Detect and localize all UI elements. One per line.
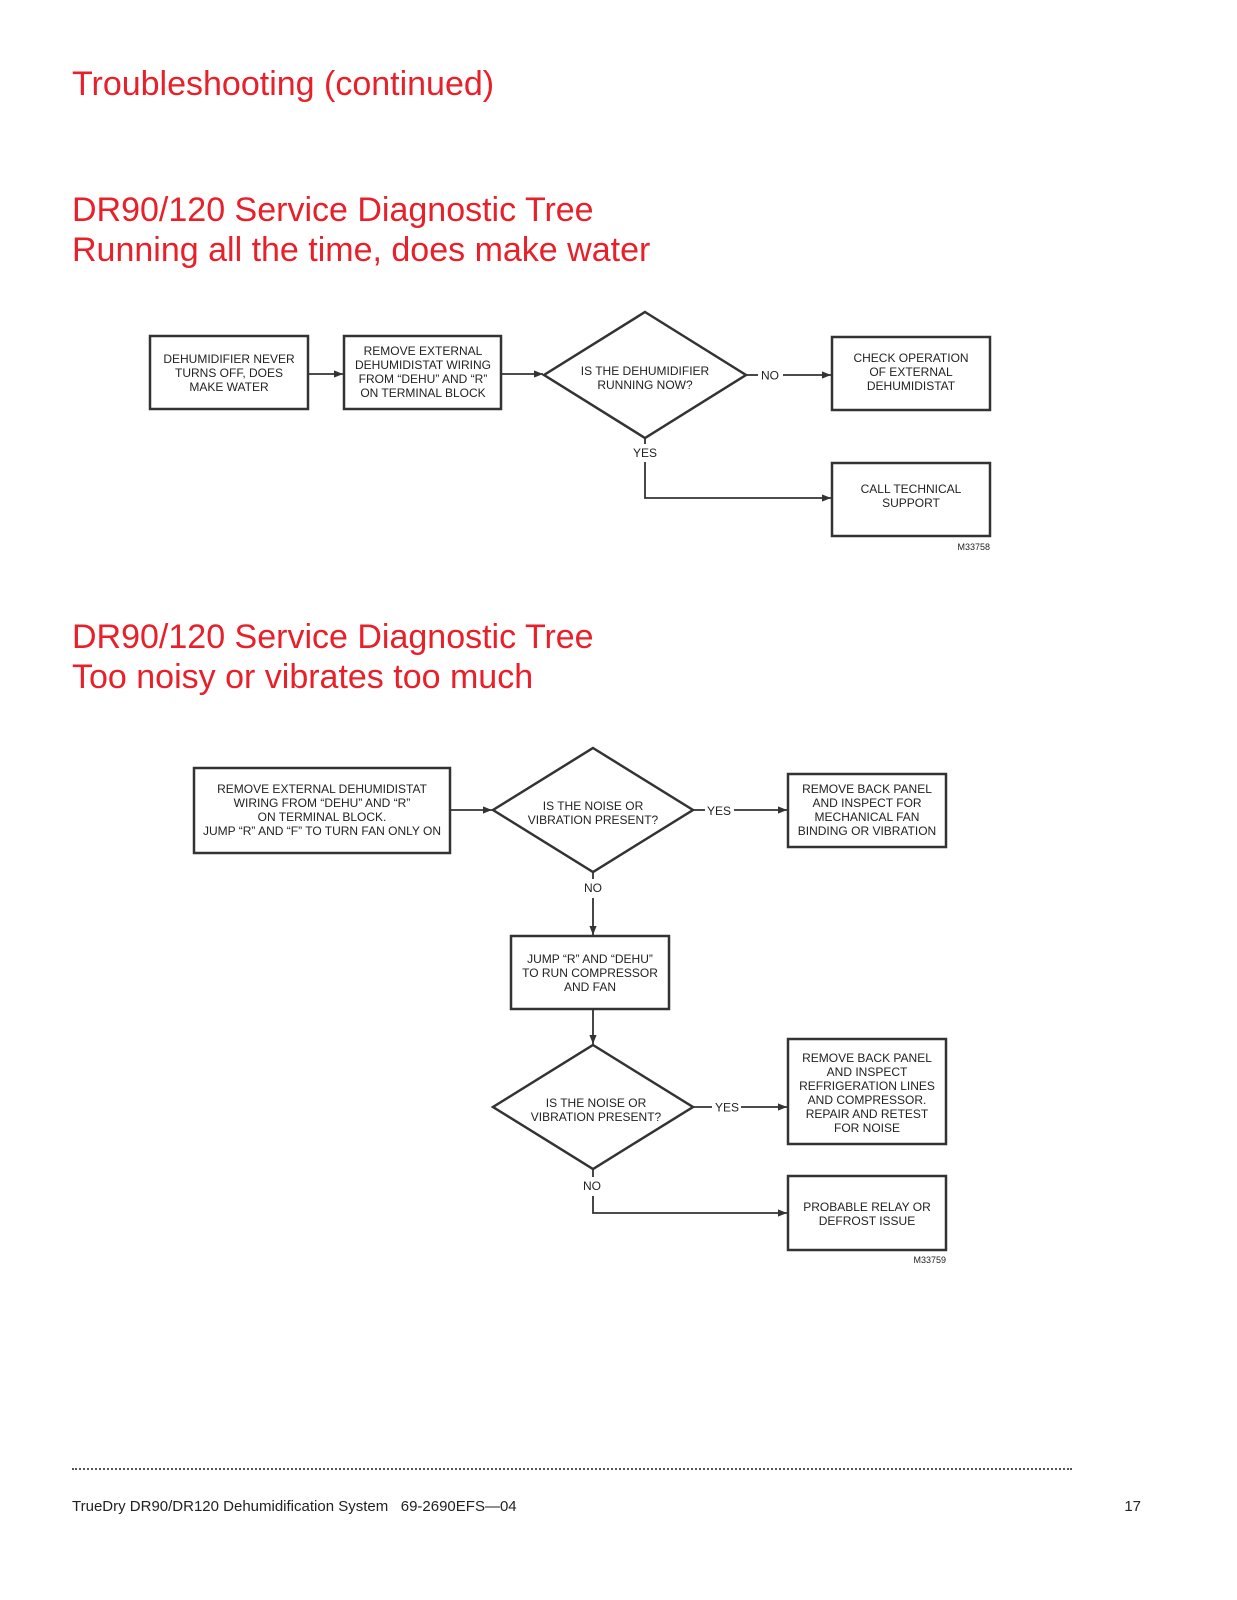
node-text-line: AND COMPRESSOR. <box>808 1093 927 1107</box>
label-yes-1: YES <box>707 804 731 818</box>
label-no-1: NO <box>584 881 602 895</box>
node-text-line: REMOVE BACK PANEL <box>802 782 932 796</box>
node-text-line: VIBRATION PRESENT? <box>531 1110 662 1124</box>
node-text-line: JUMP “R” AND “F” TO TURN FAN ONLY ON <box>203 824 441 838</box>
page-title: Troubleshooting (continued) <box>72 65 495 103</box>
label-yes: YES <box>633 446 657 460</box>
node-text-line: RUNNING NOW? <box>597 378 693 392</box>
node-text-line: DEFROST ISSUE <box>819 1214 915 1228</box>
label-no-2: NO <box>583 1179 601 1193</box>
node-text-line: MECHANICAL FAN <box>815 810 920 824</box>
node-text-line: BINDING OR VIBRATION <box>798 824 936 838</box>
node-text-line: AND INSPECT <box>827 1065 908 1079</box>
node-text-line: PROBABLE RELAY OR <box>803 1200 931 1214</box>
section1-title-line2: Running all the time, does make water <box>72 231 651 269</box>
node-text-line: AND FAN <box>564 980 616 994</box>
arrow-yes-to-call-support <box>644 462 831 502</box>
node-text-line: JUMP “R” AND “DEHU” <box>527 952 653 966</box>
section2-title-line1: DR90/120 Service Diagnostic Tree <box>72 618 594 656</box>
figure-code-1: M33758 <box>957 542 990 552</box>
node-box-call-support <box>830 461 992 538</box>
node-box-remove-wiring <box>342 334 503 411</box>
node-text-line: IS THE DEHUMIDIFIER <box>581 364 710 378</box>
node-text-line: AND INSPECT FOR <box>812 796 921 810</box>
node-text-line: IS THE NOISE OR <box>546 1096 647 1110</box>
node-box-start <box>148 334 310 411</box>
page-number: 17 <box>1124 1498 1141 1515</box>
node-text-line: REFRIGERATION LINES <box>799 1079 935 1093</box>
node-text-line: WIRING FROM “DEHU” AND “R” <box>234 796 411 810</box>
node-text-line: SUPPORT <box>882 496 940 510</box>
node-text-line: MAKE WATER <box>189 380 269 394</box>
footer-divider <box>72 1468 1072 1470</box>
node-text-line: REPAIR AND RETEST <box>806 1107 929 1121</box>
node-text-line: REMOVE BACK PANEL <box>802 1051 932 1065</box>
node-box-fan-inspect <box>786 772 948 849</box>
node-text-line: FROM “DEHU” AND “R” <box>359 372 488 386</box>
section1-title-line1: DR90/120 Service Diagnostic Tree <box>72 191 594 229</box>
label-no: NO <box>761 369 779 383</box>
node-text-line: CALL TECHNICAL <box>861 482 962 496</box>
footer-document-title: TrueDry DR90/DR120 Dehumidification Syst… <box>72 1498 517 1515</box>
node-box-check-operation <box>830 335 992 412</box>
section1-title: DR90/120 Service Diagnostic Tree Running… <box>72 190 650 270</box>
node-box-remove-wiring-fan <box>192 766 452 855</box>
node-text-line: DEHUMIDISTAT <box>867 379 956 393</box>
node-text-line: TO RUN COMPRESSOR <box>522 966 658 980</box>
node-box-relay <box>786 1174 948 1252</box>
node-text-line: REMOVE EXTERNAL <box>364 344 483 358</box>
node-box-refrig-inspect <box>786 1037 948 1146</box>
node-text-line: OF EXTERNAL <box>869 365 953 379</box>
node-text-line: DEHUMIDIFIER NEVER <box>163 352 295 366</box>
node-box-jump <box>509 934 671 1011</box>
figure-code-2: M33759 <box>913 1255 946 1265</box>
arrow-no2-to-relay <box>592 1196 787 1217</box>
section2-title: DR90/120 Service Diagnostic Tree Too noi… <box>72 617 594 697</box>
node-text-line: ON TERMINAL BLOCK <box>360 386 485 400</box>
node-text-line: VIBRATION PRESENT? <box>528 813 659 827</box>
node-text-line: ON TERMINAL BLOCK. <box>258 810 387 824</box>
node-text-line: DEHUMIDISTAT WIRING <box>355 358 491 372</box>
node-text-line: CHECK OPERATION <box>853 351 968 365</box>
node-text-line: REMOVE EXTERNAL DEHUMIDISTAT <box>217 782 427 796</box>
node-text-line: TURNS OFF, DOES <box>175 366 283 380</box>
label-yes-2: YES <box>715 1101 739 1115</box>
node-text-line: FOR NOISE <box>834 1121 900 1135</box>
section2-title-line2: Too noisy or vibrates too much <box>72 658 534 696</box>
node-text-line: IS THE NOISE OR <box>543 799 644 813</box>
